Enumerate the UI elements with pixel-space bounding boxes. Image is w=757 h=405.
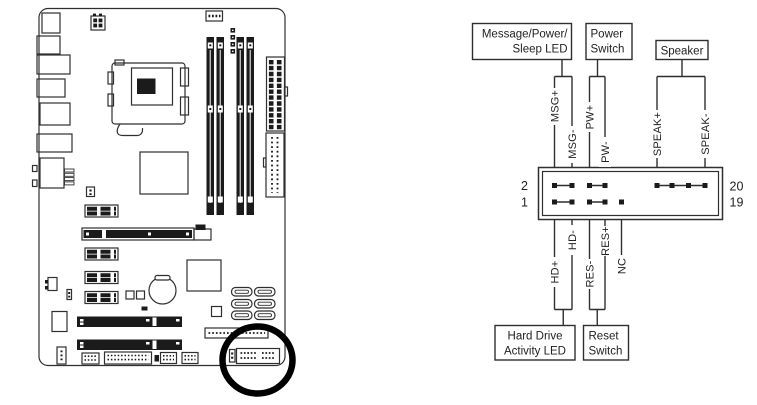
pin-label-res-plus: RES+ <box>600 226 612 256</box>
power-switch-label-line2: Switch <box>591 44 625 56</box>
atx12v-4pin-connector <box>90 13 106 31</box>
southbridge-chip <box>186 259 222 292</box>
front-panel-header <box>228 347 281 365</box>
wires <box>553 59 706 326</box>
pin-label-msg-minus: MSG- <box>567 129 579 159</box>
speaker-box <box>655 39 709 61</box>
motherboard-outline <box>38 7 286 367</box>
reset-switch-box <box>582 324 630 361</box>
northbridge-chip <box>139 151 189 195</box>
atx-24pin-power-connector <box>265 56 289 132</box>
hard-drive-activity-led-box <box>494 324 576 361</box>
power-switch-box <box>585 22 633 61</box>
audio-header <box>64 168 75 186</box>
hard-drive-activity-led-label-line1: Hard Drive <box>508 331 563 343</box>
bottom-headers <box>56 346 199 365</box>
box-labels: Message/Power/ Sleep LED Power Switch Sp… <box>482 29 704 358</box>
hard-drive-activity-led-label-line2: Activity LED <box>504 346 566 358</box>
pin-label-speak-minus: SPEAK- <box>700 113 712 155</box>
dimm-slots <box>206 37 254 215</box>
message-power-sleep-led-label-line2: Sleep LED <box>513 44 568 56</box>
label-boxes <box>471 22 709 361</box>
reset-switch-label-line2: Switch <box>589 346 623 358</box>
pin-labels: MSG+ MSG- PW+ PW- SPEAK+ SPEAK- HD- HD+ … <box>550 90 713 288</box>
message-power-sleep-led-box <box>471 22 573 61</box>
jumper-squares <box>125 290 148 311</box>
cpu-socket <box>107 59 190 137</box>
socket-lever <box>116 123 144 137</box>
label-backgrounds <box>548 88 711 289</box>
cpu-fan-header <box>205 10 224 22</box>
pin-number-19: 19 <box>730 196 744 210</box>
pin-label-hd-plus: HD+ <box>550 261 562 284</box>
pin-label-msg-plus: MSG+ <box>550 90 562 122</box>
bios-chip <box>210 305 223 318</box>
message-power-sleep-led-label-line1: Message/Power/ <box>482 29 568 41</box>
ide-connector <box>262 132 285 198</box>
front-panel-pinout-diagram: MSG+ MSG- PW+ PW- SPEAK+ SPEAK- HD- HD+ … <box>471 22 743 361</box>
pin-label-hd-minus: HD- <box>567 230 579 250</box>
highlight-circle <box>219 323 296 397</box>
pci-slots <box>77 316 182 350</box>
connector-left-low <box>51 310 68 333</box>
io-ports <box>31 12 73 189</box>
pin-numbers: 2 1 20 19 <box>521 179 743 210</box>
usb-header <box>45 276 73 301</box>
ide2-connector <box>204 327 269 339</box>
pin-number-1: 1 <box>521 196 528 210</box>
speaker-label: Speaker <box>661 46 704 58</box>
pin-label-pw-plus: PW+ <box>585 105 597 130</box>
motherboard-diagram <box>31 7 296 397</box>
pcie-x1-slots <box>84 204 119 305</box>
pin-label-speak-plus: SPEAK+ <box>652 112 664 156</box>
cpu-die <box>137 78 156 94</box>
header-small <box>85 186 96 198</box>
pins <box>552 183 708 205</box>
power-switch-label-line1: Power <box>591 29 624 41</box>
pin-label-pw-minus: PW- <box>600 141 612 163</box>
reset-switch-label-line1: Reset <box>589 331 620 343</box>
pin-number-20: 20 <box>730 180 744 194</box>
pin-label-nc: NC <box>617 258 629 274</box>
fpanel-connector <box>537 166 724 221</box>
sata-ports <box>230 286 276 321</box>
pin-number-2: 2 <box>521 179 528 193</box>
jumper-block <box>230 28 236 54</box>
pin-label-res-minus: RES- <box>585 260 597 287</box>
pcie-x16-slot <box>81 224 212 241</box>
cmos-battery <box>148 274 177 305</box>
